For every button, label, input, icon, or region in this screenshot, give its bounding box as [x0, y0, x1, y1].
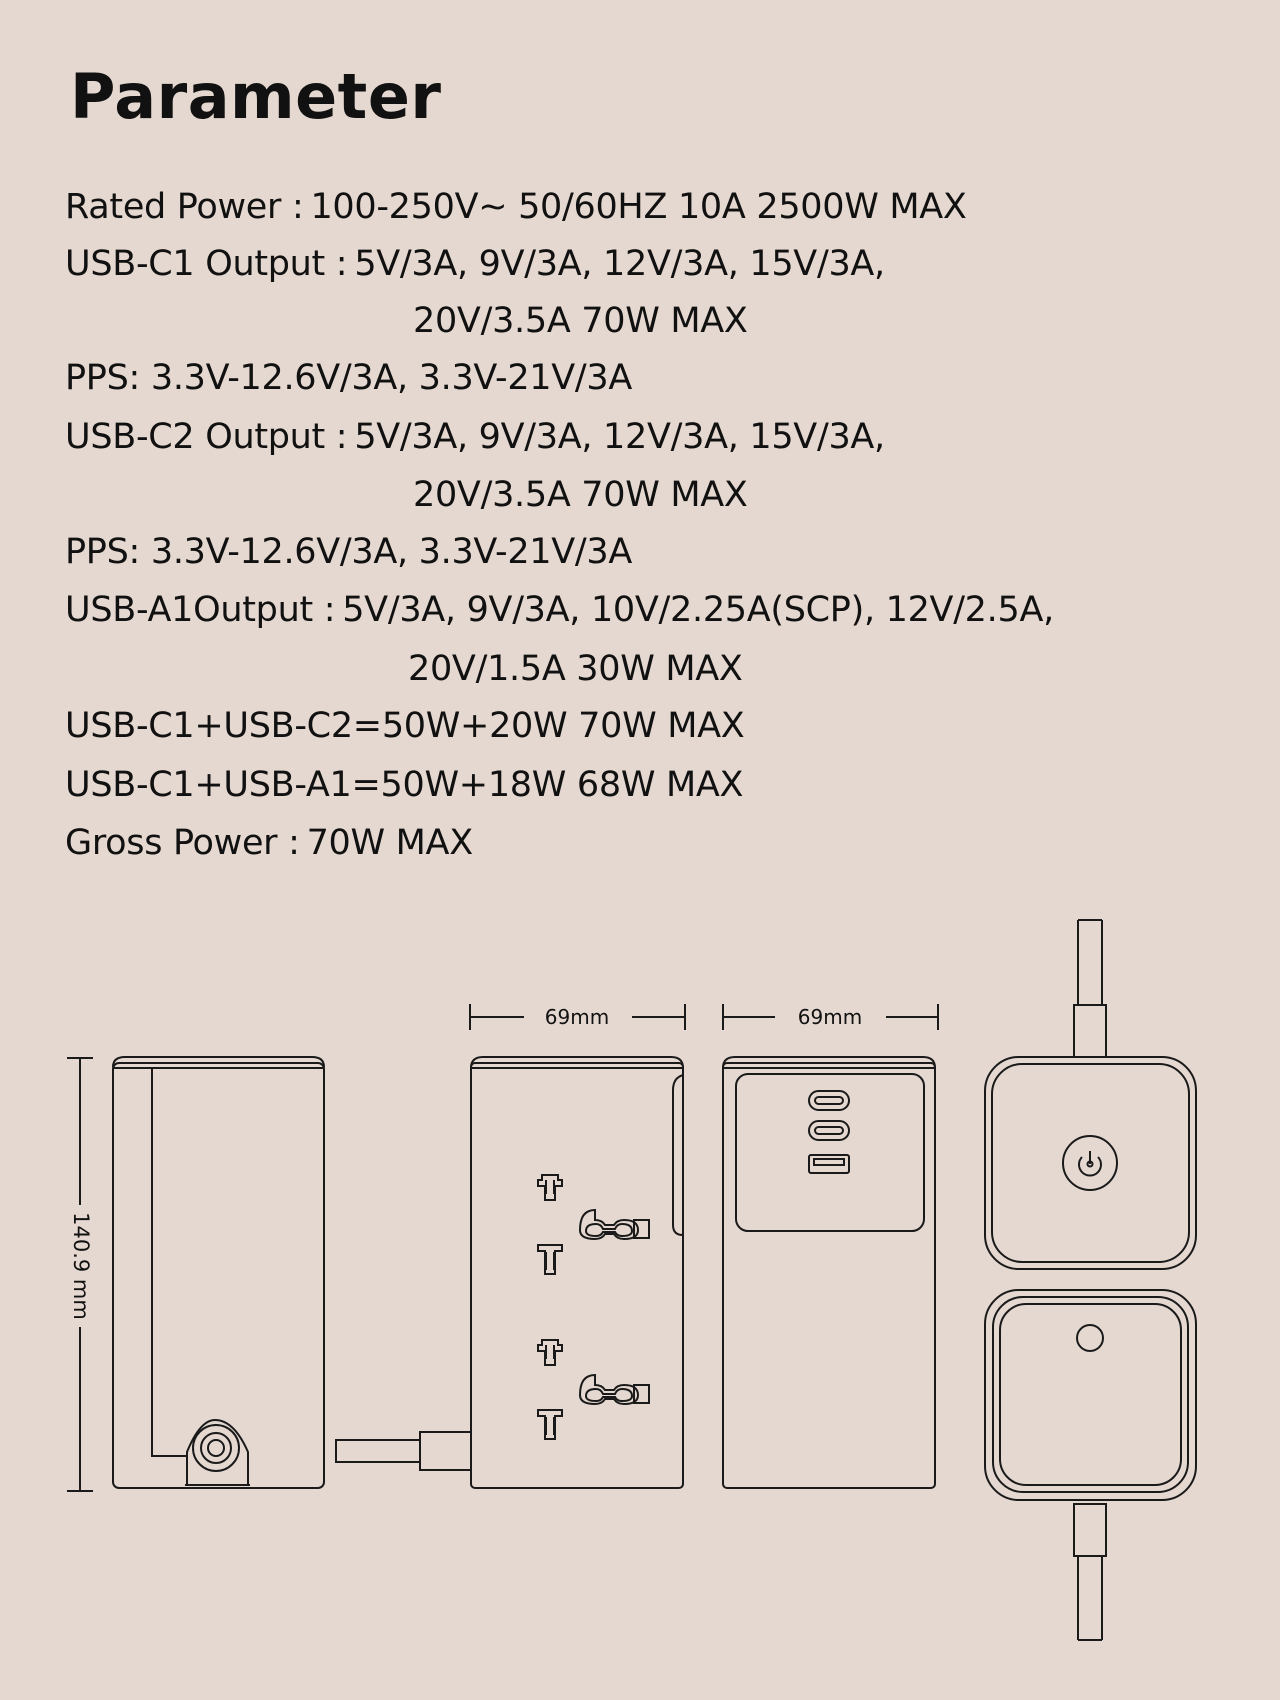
front-width-label: 69mm [545, 1005, 609, 1029]
spec-value: 5V/3A, 9V/3A, 12V/3A, 15V/3A, [354, 244, 885, 284]
spec-label: USB-A1Output : [65, 590, 336, 630]
spec-value: 100-250V~ 50/60HZ 10A 2500W MAX [310, 187, 967, 227]
universal-socket-bottom [537, 1339, 650, 1440]
bottom-view [984, 1289, 1197, 1641]
spec-usb-c2-output-cont: 20V/3.5A 70W MAX [413, 478, 1280, 513]
spec-label: USB-C1 Output : [65, 244, 348, 284]
spec-value: USB-C1+USB-A1=50W+18W 68W MAX [65, 765, 744, 805]
spec-rated-power: Rated Power :100-250V~ 50/60HZ 10A 2500W… [65, 190, 1245, 225]
spec-value: 5V/3A, 9V/3A, 12V/3A, 15V/3A, [354, 417, 885, 457]
page-title: Parameter [70, 60, 442, 133]
power-button-icon [1078, 1151, 1102, 1177]
top-view [984, 919, 1197, 1270]
power-cord [335, 1431, 472, 1471]
front-view [470, 1056, 684, 1489]
spec-value: 20V/3.5A 70W MAX [413, 475, 748, 515]
spec-value: 70W MAX [306, 823, 474, 863]
back-width-label: 69mm [798, 1005, 862, 1029]
back-width-dimension: 69mm [722, 1004, 939, 1030]
height-dimension-label: 140.9 mm [69, 1212, 93, 1320]
side-view [112, 1056, 325, 1489]
spec-label: Gross Power : [65, 823, 300, 863]
usb-view [722, 1056, 936, 1489]
usb-c2-port-icon [808, 1120, 850, 1141]
universal-socket-top [537, 1174, 650, 1275]
spec-value: 20V/1.5A 30W MAX [408, 649, 743, 689]
spec-value: USB-C1+USB-C2=50W+20W 70W MAX [65, 706, 745, 746]
front-width-dimension: 69mm [469, 1004, 686, 1030]
usb-c1-port-icon [808, 1090, 850, 1111]
spec-usb-c1-pps: PPS: 3.3V-12.6V/3A, 3.3V-21V/3A [65, 361, 1245, 396]
spec-label: Rated Power : [65, 187, 304, 227]
spec-label: USB-C2 Output : [65, 417, 348, 457]
spec-usb-a1-output: USB-A1Output :5V/3A, 9V/3A, 10V/2.25A(SC… [65, 593, 1245, 628]
spec-usb-c2-pps: PPS: 3.3V-12.6V/3A, 3.3V-21V/3A [65, 535, 1245, 570]
spec-combined-c1-c2: USB-C1+USB-C2=50W+20W 70W MAX [65, 709, 1245, 744]
spec-value: 20V/3.5A 70W MAX [413, 301, 748, 341]
spec-usb-a1-output-cont: 20V/1.5A 30W MAX [408, 652, 1280, 687]
usb-a1-port-icon [808, 1154, 850, 1174]
spec-usb-c1-output-cont: 20V/3.5A 70W MAX [413, 304, 1280, 339]
spec-usb-c2-output: USB-C2 Output :5V/3A, 9V/3A, 12V/3A, 15V… [65, 420, 1245, 455]
spec-value: 5V/3A, 9V/3A, 10V/2.25A(SCP), 12V/2.5A, [342, 590, 1054, 630]
height-dimension: 140.9 mm [67, 1057, 93, 1492]
spec-value: PPS: 3.3V-12.6V/3A, 3.3V-21V/3A [65, 532, 633, 572]
spec-usb-c1-output: USB-C1 Output :5V/3A, 9V/3A, 12V/3A, 15V… [65, 247, 1245, 282]
spec-combined-c1-a1: USB-C1+USB-A1=50W+18W 68W MAX [65, 768, 1245, 803]
spec-value: PPS: 3.3V-12.6V/3A, 3.3V-21V/3A [65, 358, 633, 398]
spec-gross-power: Gross Power :70W MAX [65, 826, 1245, 861]
